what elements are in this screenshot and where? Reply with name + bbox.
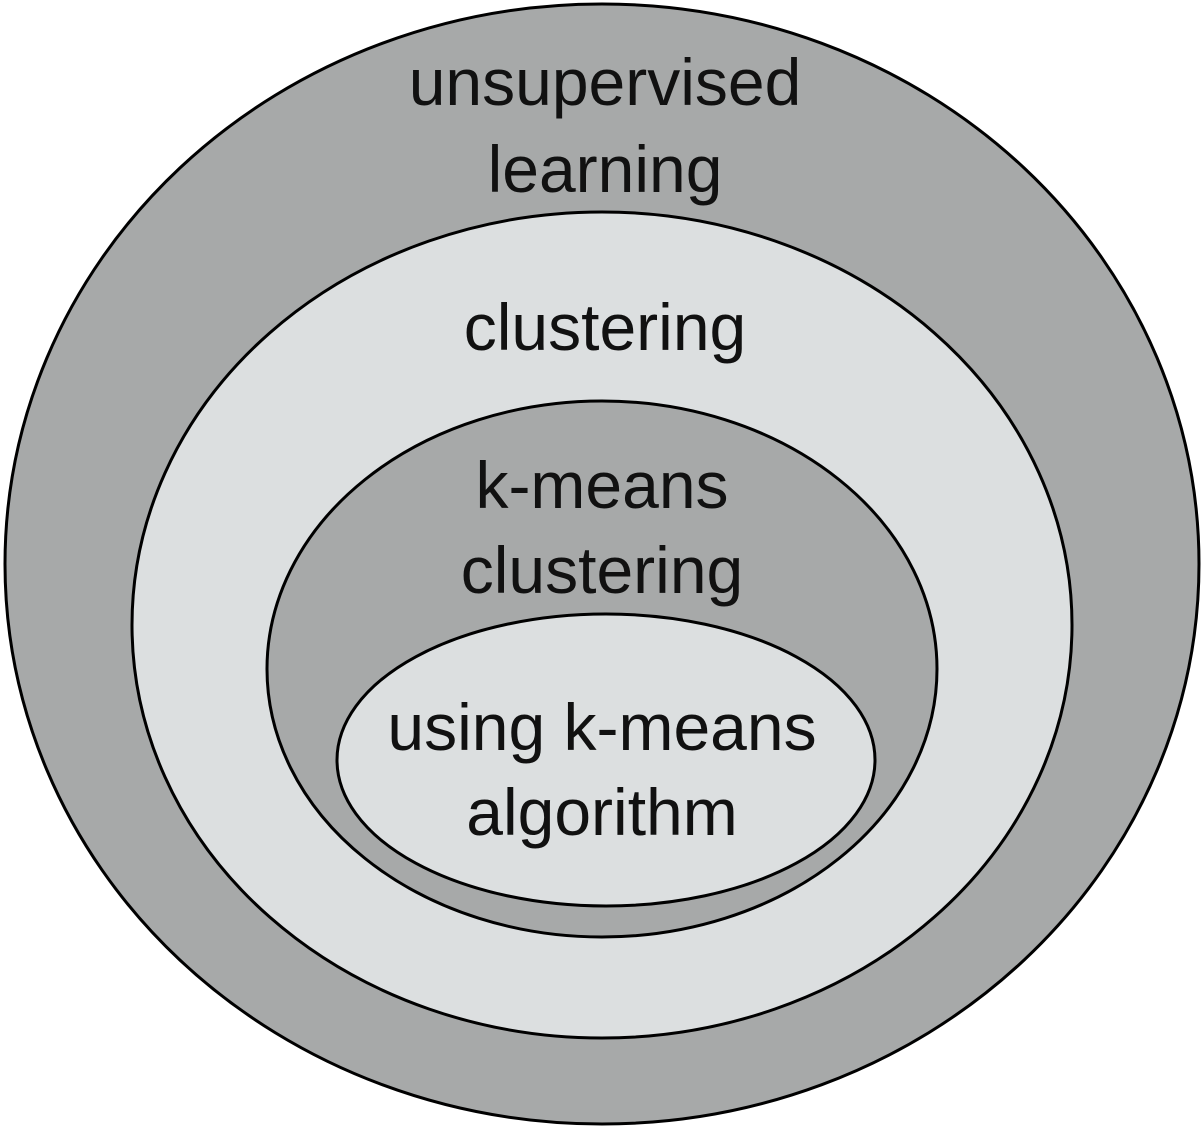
- label-clustering: clustering: [464, 290, 746, 364]
- set-k-means-algorithm: [335, 612, 877, 908]
- label-unsupervised-line-1: unsupervised: [409, 45, 802, 119]
- label-k-means-line-1: k-means: [475, 448, 728, 522]
- label-k-means-line-2: clustering: [461, 533, 743, 607]
- label-unsupervised-line-2: learning: [488, 132, 723, 206]
- label-algorithm-line-2: algorithm: [466, 775, 737, 849]
- label-algorithm-line-1: using k-means: [387, 690, 816, 764]
